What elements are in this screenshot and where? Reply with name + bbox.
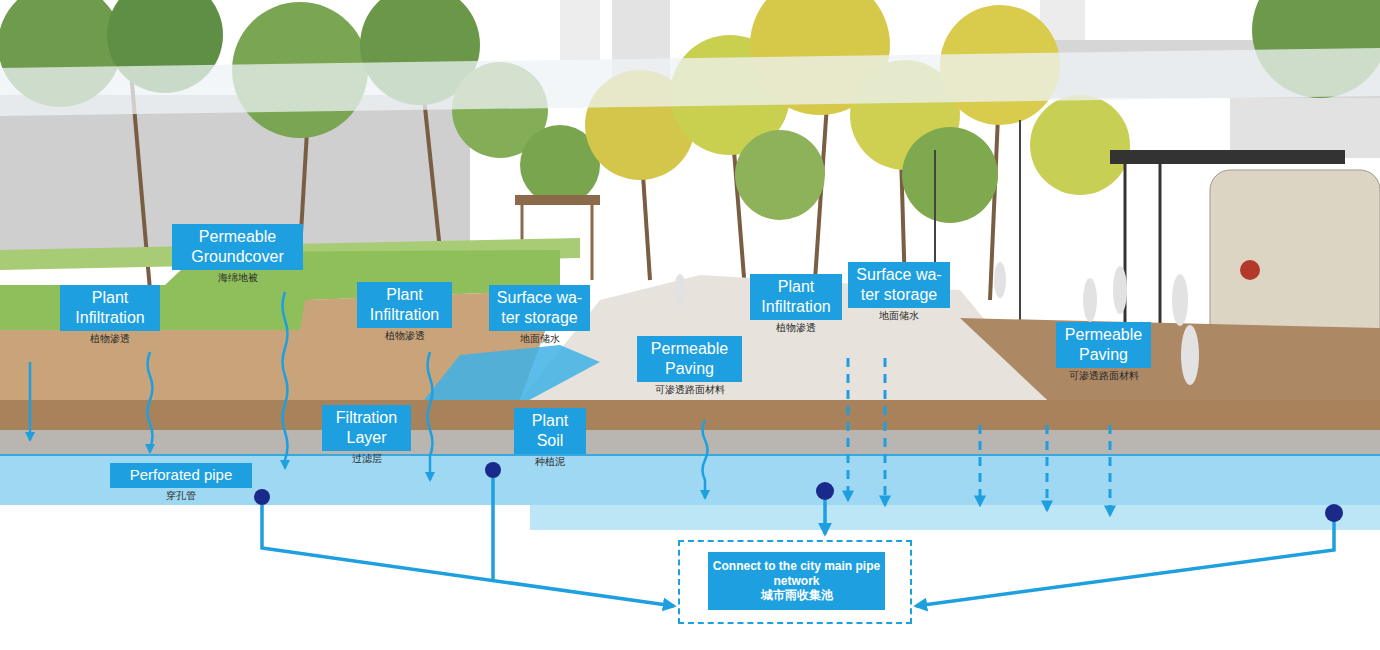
pavilion-and-train-part [1110, 150, 1345, 164]
callout-box: Surface wa- ter storage地面储水 [848, 262, 950, 308]
callout-label-zh: 过滤层 [352, 453, 382, 465]
terraces-and-plaza-part [420, 345, 600, 405]
pipe-outlet-dots [254, 462, 1343, 522]
elevated-walkway [0, 48, 1380, 116]
pipe-outlet-dots-part [816, 482, 834, 500]
soil-layers-part [0, 455, 1380, 505]
callout-label-zh: 植物渗透 [90, 333, 130, 345]
people-part [1083, 278, 1097, 322]
tank-label-zh: 城市雨收集池 [761, 588, 833, 602]
infiltration-arrows-part [703, 420, 708, 498]
people-part [674, 274, 686, 306]
people-part [1172, 274, 1188, 326]
people-part [1113, 266, 1127, 314]
infiltration-arrows-part [428, 352, 433, 480]
terraces-and-plaza [0, 238, 1380, 418]
tank-label-en: Connect to the city main pipe network [712, 559, 881, 588]
tree-canopy-part [902, 127, 998, 223]
callout-box: Plant Infiltration植物渗透 [357, 282, 452, 328]
dashed-infiltration-arrows-part [847, 358, 850, 500]
drain-pipe-lines-part [823, 499, 827, 534]
terraces-and-plaza-part [960, 318, 1380, 412]
dashed-infiltration-arrows-part [1046, 425, 1049, 510]
tree-canopy-part [735, 130, 825, 220]
callout-label: Permeable Paving [1060, 325, 1147, 365]
callout-label-zh: 穿孔管 [166, 490, 196, 502]
people-part [1181, 325, 1199, 385]
dashed-infiltration-arrows-part [1109, 425, 1112, 515]
soil-layers-part [530, 505, 1380, 530]
callout-label-zh: 植物渗透 [385, 330, 425, 342]
background-part [1230, 98, 1380, 158]
callout-label: Surface wa- ter storage [493, 288, 586, 328]
pavilion-and-train-part [1019, 120, 1021, 320]
pipe-outlet-dots-part [254, 489, 270, 505]
tank-label-fill: Connect to the city main pipe network城市雨… [708, 552, 885, 610]
callout-label: Filtration Layer [326, 408, 407, 448]
callout-box: Permeable Paving可渗透路面材料 [637, 336, 742, 382]
infiltration-arrows [30, 292, 708, 498]
pavilion-and-train-part [1159, 164, 1162, 330]
drain-pipe-lines-part [916, 521, 1334, 606]
callout-label: Plant Infiltration [754, 277, 838, 317]
collection-tank-box: Connect to the city main pipe network城市雨… [678, 540, 912, 624]
callout-label: Plant Infiltration [64, 288, 156, 328]
callout-box: Surface wa- ter storage地面储水 [489, 285, 590, 331]
callout-label: Permeable Groundcover [176, 227, 299, 267]
background-part [560, 0, 600, 60]
callout-label: Plant Soil [518, 411, 582, 451]
people [674, 262, 1199, 385]
drain-pipe-lines-part [491, 478, 495, 581]
drain-pipe-lines-part [262, 505, 674, 606]
callout-label-zh: 植物渗透 [776, 322, 816, 334]
callout-box: Permeable Groundcover海绵地被 [172, 224, 303, 270]
pavilion-and-train-part [934, 150, 936, 290]
infiltration-arrows-part [148, 352, 153, 452]
elevated-walkway-part [0, 48, 1380, 116]
callout-label: Surface wa- ter storage [852, 265, 946, 305]
callout-label-zh: 种植泥 [535, 456, 565, 468]
callout-box: Plant Infiltration植物渗透 [60, 285, 160, 331]
callout-label-zh: 可渗透路面材料 [655, 384, 725, 396]
pavilion-and-train-part [1240, 260, 1260, 280]
callout-label: Plant Infiltration [361, 285, 448, 325]
tree-canopy-part [1030, 95, 1130, 195]
pipe-outlet-dots-part [1325, 504, 1343, 522]
infiltration-arrows-part [283, 292, 288, 468]
tree-canopy [0, 0, 1380, 223]
pavilion-and-train-part [591, 205, 594, 280]
infiltration-arrows-part [29, 362, 32, 440]
callout-box: Perforated pipe穿孔管 [110, 463, 252, 488]
callout-label: Permeable Paving [641, 339, 738, 379]
dashed-infiltration-arrows-part [884, 358, 887, 505]
soil-layers-part [0, 454, 1380, 456]
soil-layers [0, 400, 1380, 530]
callout-box: Plant Soil种植泥 [514, 408, 586, 454]
callout-label-zh: 海绵地被 [218, 272, 258, 284]
pipe-outlet-dots-part [485, 462, 501, 478]
soil-layers-part [0, 430, 1380, 455]
people-part [994, 262, 1006, 298]
callout-label-zh: 地面储水 [879, 310, 919, 322]
dashed-infiltration-arrows [848, 358, 1110, 515]
soil-layers-part [0, 400, 1380, 430]
pavilion-and-train-part [515, 195, 600, 205]
callout-box: Permeable Paving可渗透路面材料 [1056, 322, 1151, 368]
drain-pipe-lines [262, 478, 1334, 606]
callout-label-zh: 可渗透路面材料 [1069, 370, 1139, 382]
callout-box: Filtration Layer过滤层 [322, 405, 411, 451]
dashed-infiltration-arrows-part [979, 425, 982, 505]
background-part [0, 95, 470, 255]
callout-box: Plant Infiltration植物渗透 [750, 274, 842, 320]
callout-label: Perforated pipe [114, 466, 248, 485]
callout-label-zh: 地面储水 [520, 333, 560, 345]
